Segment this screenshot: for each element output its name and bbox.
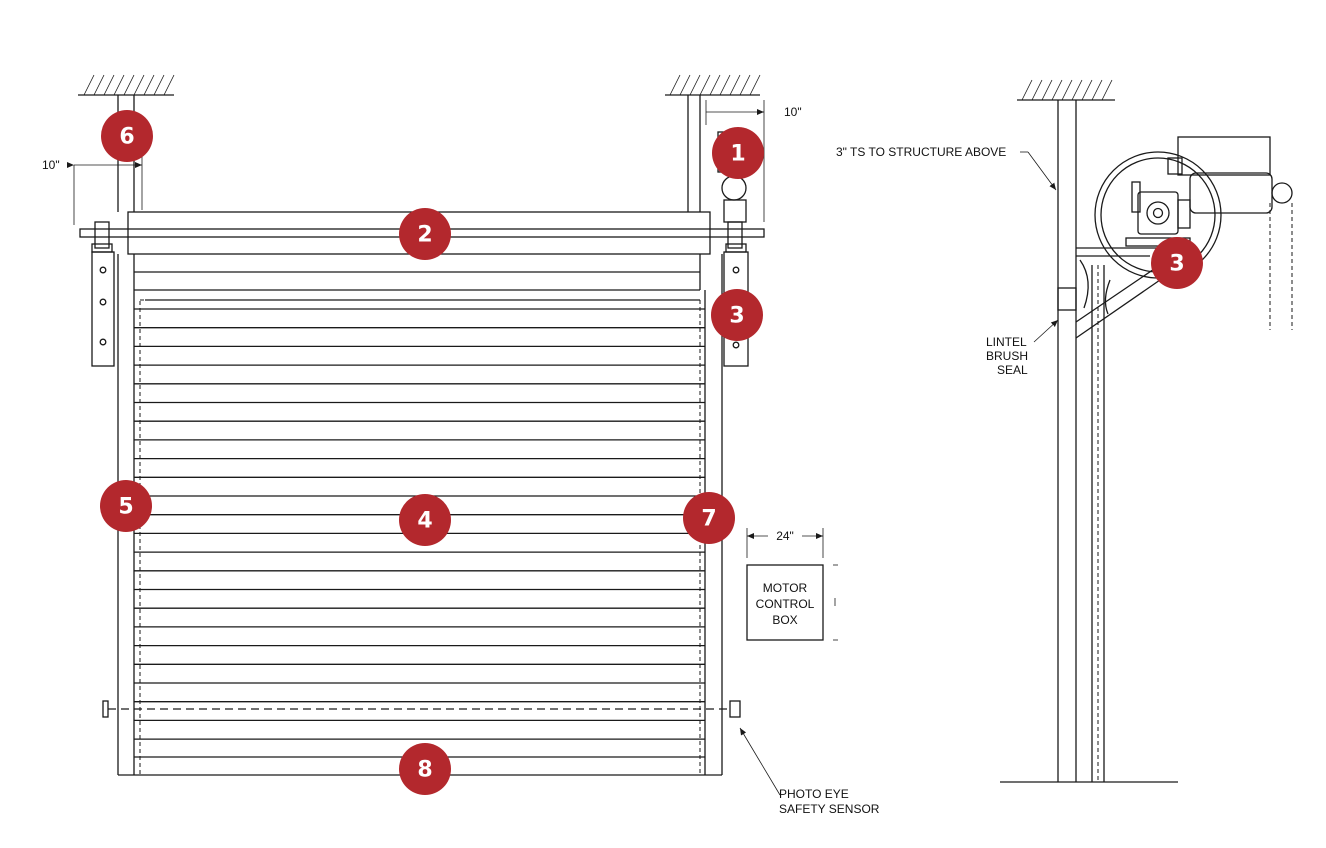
callout-3-side: 3 bbox=[1151, 237, 1203, 289]
photo-eye-label-line2: SAFETY SENSOR bbox=[779, 802, 880, 816]
curtain bbox=[134, 299, 705, 776]
dimension-right: 10" bbox=[705, 100, 802, 222]
photo-eye-sensor: PHOTO EYE SAFETY SENSOR bbox=[102, 700, 880, 816]
callout-3-side-number: 3 bbox=[1169, 252, 1184, 277]
lintel-brush-seal: LINTEL BRUSH SEAL bbox=[986, 287, 1077, 377]
support-arm bbox=[1075, 247, 1161, 339]
side-barrel-motor bbox=[1094, 136, 1293, 330]
callout-2: 2 bbox=[399, 208, 451, 260]
dimension-right-label: 10" bbox=[784, 105, 802, 119]
callout-3-front: 3 bbox=[711, 289, 763, 341]
ceiling-hatch-left bbox=[78, 74, 175, 96]
callout-3-front-number: 3 bbox=[729, 304, 744, 329]
photo-eye-label-line1: PHOTO EYE bbox=[779, 787, 849, 801]
curtain-slats bbox=[134, 308, 705, 740]
motor-control-box-label-line2: CONTROL bbox=[756, 597, 815, 611]
hood-lines bbox=[133, 254, 701, 291]
callout-1-number: 1 bbox=[730, 142, 745, 167]
callout-5-number: 5 bbox=[118, 495, 133, 520]
callout-1: 1 bbox=[712, 127, 764, 179]
ceiling-hatch-right bbox=[665, 74, 761, 96]
front-elevation: 10" 10" bbox=[42, 74, 880, 816]
callout-5: 5 bbox=[100, 480, 152, 532]
callout-2-number: 2 bbox=[417, 223, 432, 248]
motor-control-box-label-line1: MOTOR bbox=[763, 581, 808, 595]
dimension-left-label: 10" bbox=[42, 158, 60, 172]
control-box-dimension-label: 24" bbox=[776, 529, 794, 543]
callout-6: 6 bbox=[101, 110, 153, 162]
lintel-label-line2: BRUSH bbox=[986, 349, 1028, 363]
right-hanger-post bbox=[687, 95, 701, 212]
dimension-left: 10" bbox=[42, 155, 143, 225]
callout-8-number: 8 bbox=[417, 758, 432, 783]
structure-above-label: 3" TS TO STRUCTURE ABOVE bbox=[836, 145, 1006, 159]
callout-6-number: 6 bbox=[119, 125, 134, 150]
structure-above-callout: 3" TS TO STRUCTURE ABOVE bbox=[836, 145, 1057, 191]
motor-control-box: MOTOR CONTROL BOX 24" bbox=[746, 528, 838, 641]
ceiling-hatch-side bbox=[1017, 79, 1115, 101]
motor-control-box-label-line3: BOX bbox=[772, 613, 797, 627]
callout-8: 8 bbox=[399, 743, 451, 795]
lintel-label-line3: SEAL bbox=[997, 363, 1028, 377]
callout-4: 4 bbox=[399, 494, 451, 546]
left-bracket-plate bbox=[91, 251, 115, 367]
side-column bbox=[1000, 100, 1178, 783]
callout-7-number: 7 bbox=[701, 507, 716, 532]
side-elevation: LINTEL BRUSH SEAL 3" TS TO STRUCTURE ABO… bbox=[836, 79, 1293, 783]
callout-4-number: 4 bbox=[417, 509, 432, 534]
lintel-label-line1: LINTEL bbox=[986, 335, 1027, 349]
callout-7: 7 bbox=[683, 492, 735, 544]
